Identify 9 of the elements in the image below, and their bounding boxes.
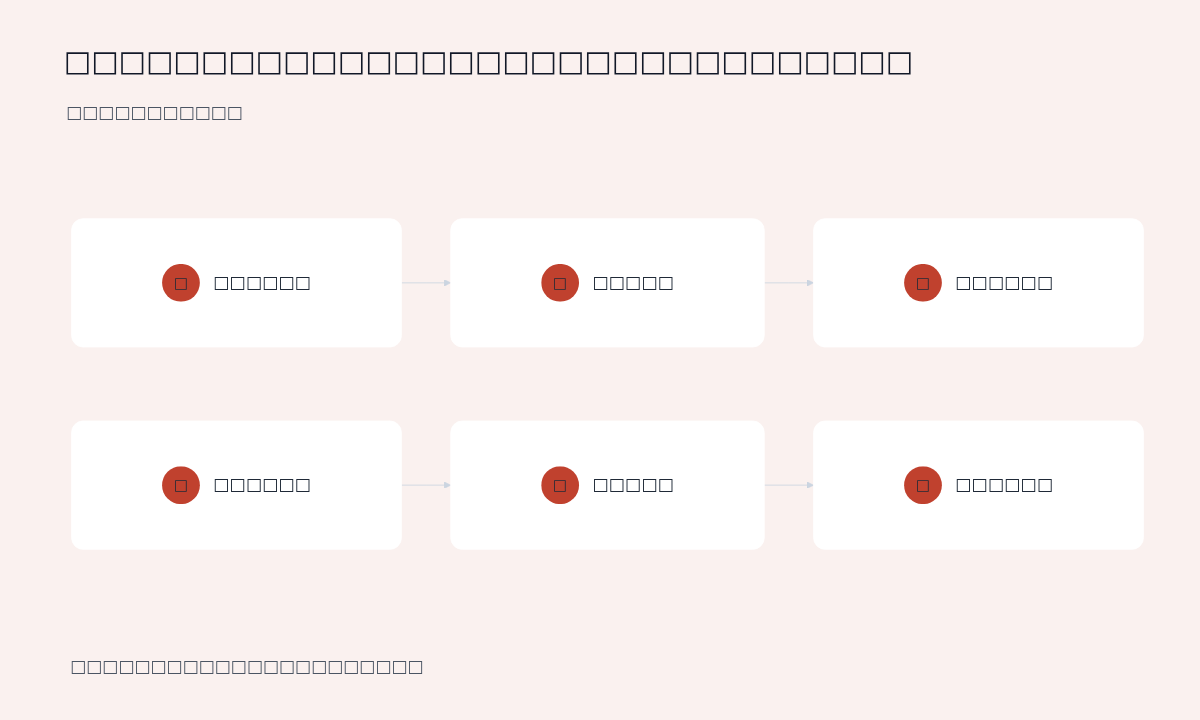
node-box: □ □□□□□□ [71,420,402,550]
node-box: □ □□□□□□ [813,218,1144,348]
node-box: □ □□□□□ [450,420,765,550]
node-box: □ □□□□□□ [813,420,1144,550]
node-box: □ □□□□□□ [71,218,402,348]
subtitle: □□□□□□□□□□□ [66,102,243,122]
node-box: □ □□□□□ [450,218,765,348]
caption: □□□□□□□□□□□□□□□□□□□□□□ [70,656,424,676]
title: □□□□□□□□□□□□□□□□□□□□□□□□□□□□□□□ [64,44,914,78]
